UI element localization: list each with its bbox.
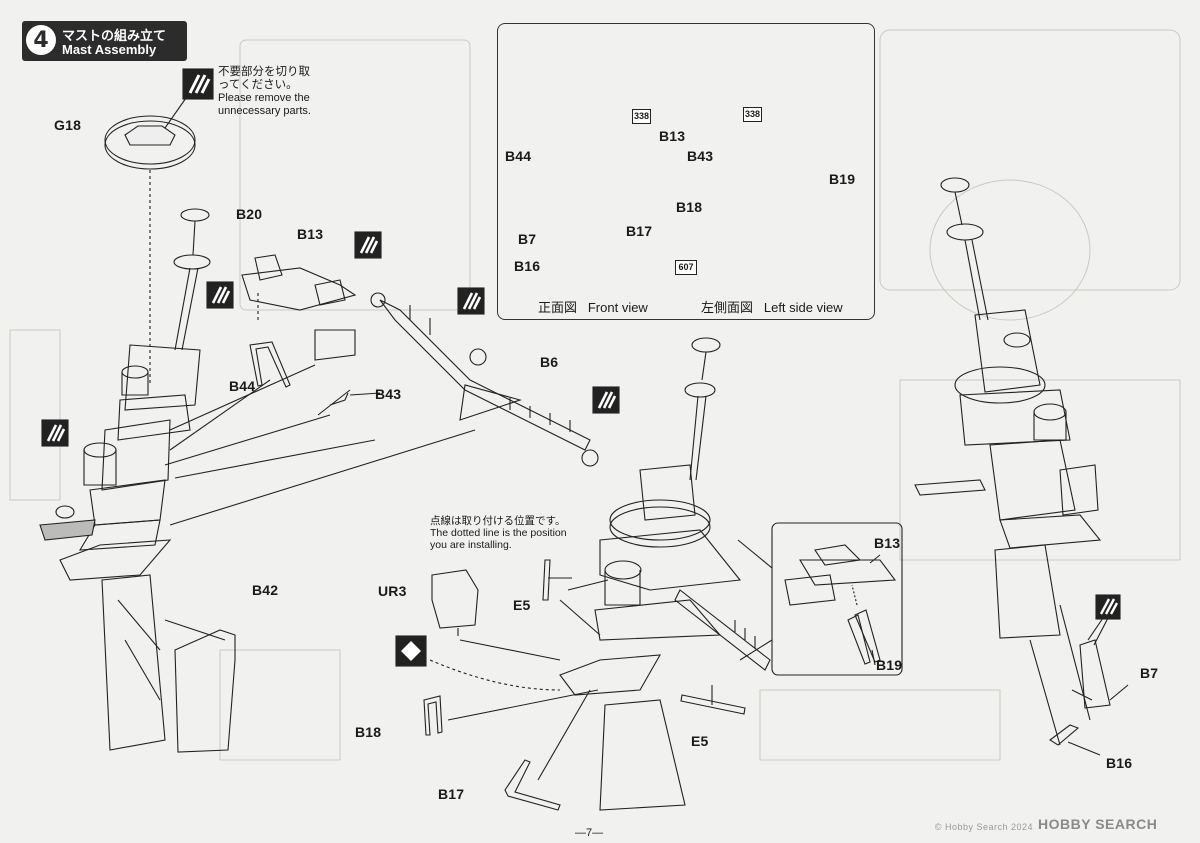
side-view-caption-ja: 左側面図: [701, 300, 754, 315]
label-b17-inset: B17: [626, 223, 653, 239]
front-view-caption: 正面図 Front view: [538, 297, 648, 316]
code-badge-607: 607: [675, 260, 697, 275]
left-mast: [39, 208, 211, 751]
step-number: 4: [26, 25, 56, 55]
dotted-line-note-en-2: you are installing.: [430, 539, 512, 551]
label-b19-inset: B19: [829, 171, 856, 187]
label-e5-b: E5: [691, 733, 709, 749]
label-b13-detail: B13: [874, 535, 901, 551]
center-mast: [559, 337, 771, 811]
label-b20: B20: [236, 206, 263, 222]
step-title-block: 4 マストの組み立て Mast Assembly: [22, 21, 187, 61]
part-e5-b: [680, 685, 746, 715]
label-b16-inset: B16: [514, 258, 541, 274]
dotted-line-note-ja: 点線は取り付ける位置です。: [430, 515, 566, 527]
front-view-caption-en: Front view: [587, 300, 648, 315]
label-b44-inset: B44: [505, 148, 532, 164]
remove-parts-note-en-1: Please remove the: [218, 92, 310, 104]
label-g18: G18: [54, 117, 82, 133]
cutter-icon: [592, 386, 620, 414]
label-b19-detail: B19: [876, 657, 903, 673]
part-e5-a: [542, 559, 572, 601]
watermark: © Hobby Search 2024 HOBBY SEARCH: [935, 816, 1158, 832]
part-b42: [174, 629, 236, 753]
part-b13-left: [241, 254, 357, 361]
label-b42: B42: [252, 582, 279, 598]
label-b18-inset: B18: [676, 199, 703, 215]
cutter-icon: [182, 68, 214, 100]
cutter-icon: [41, 419, 69, 447]
label-b13-inset: B13: [659, 128, 686, 144]
diamond-icon: [395, 635, 427, 667]
part-b44: [249, 341, 291, 388]
side-view-caption: 左側面図 Left side view: [701, 297, 843, 316]
watermark-text: HOBBY SEARCH: [1038, 816, 1158, 832]
part-b18: [423, 695, 443, 736]
label-b43: B43: [375, 386, 402, 402]
dotted-line-note: 点線は取り付ける位置です。 The dotted line is the pos…: [430, 515, 567, 551]
background-ghost-art: [9, 29, 1181, 761]
part-b17: [504, 759, 561, 811]
detail-box: [737, 522, 903, 676]
label-b6: B6: [540, 354, 559, 370]
assembly-arrows-left: [164, 364, 476, 641]
remove-parts-note-en-2: unnecessary parts.: [218, 105, 311, 117]
remove-parts-note-ja-1: 不要部分を切り取: [218, 66, 310, 78]
label-b13: B13: [297, 226, 324, 242]
page-number: —7—: [575, 827, 604, 839]
label-b17: B17: [438, 786, 465, 802]
remove-parts-note-ja-2: ってください。: [218, 79, 298, 91]
cutter-icon: [1095, 594, 1121, 620]
step-title-en: Mast Assembly: [62, 42, 157, 57]
part-g18: [104, 97, 196, 385]
part-ur3: [431, 569, 479, 636]
watermark-copyright: © Hobby Search 2024: [934, 822, 1033, 832]
label-b18: B18: [355, 724, 382, 740]
cutter-icon: [206, 281, 234, 309]
assembly-arrows-center: [429, 579, 609, 781]
mast-reference-inset: 338 338 607 正面図 Front view 左側面図 Left sid…: [497, 23, 875, 320]
part-b6: [370, 292, 599, 467]
right-mast: [914, 177, 1129, 756]
label-b44: B44: [229, 378, 256, 394]
front-view-caption-ja: 正面図: [538, 300, 578, 315]
cutter-icon: [354, 231, 382, 259]
cutter-icon: [457, 287, 485, 315]
dotted-line-note-en-1: The dotted line is the position: [430, 527, 567, 539]
label-b7-inset: B7: [518, 231, 537, 247]
remove-parts-note: 不要部分を切り取 ってください。 Please remove the unnec…: [218, 66, 311, 118]
step-title-ja: マストの組み立て: [62, 28, 167, 43]
label-b7: B7: [1140, 665, 1159, 681]
part-b43: [317, 389, 381, 416]
code-badge-338-side: 338: [743, 107, 762, 122]
side-view-caption-en: Left side view: [763, 300, 843, 315]
code-badge-338-front: 338: [632, 109, 651, 124]
label-e5-a: E5: [513, 597, 531, 613]
label-ur3: UR3: [378, 583, 407, 599]
label-b16: B16: [1106, 755, 1133, 771]
label-b43-inset: B43: [687, 148, 714, 164]
